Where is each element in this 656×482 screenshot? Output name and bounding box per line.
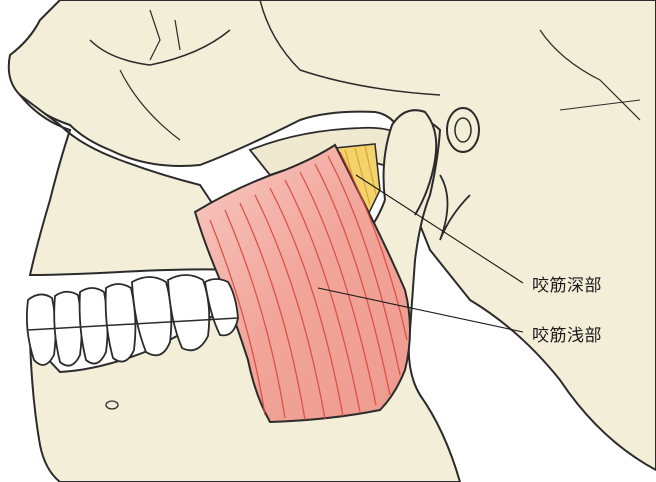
label-masseter-deep: 咬筋深部 [532,271,602,296]
ear-canal [447,108,479,152]
label-masseter-superficial: 咬筋浅部 [532,321,602,346]
